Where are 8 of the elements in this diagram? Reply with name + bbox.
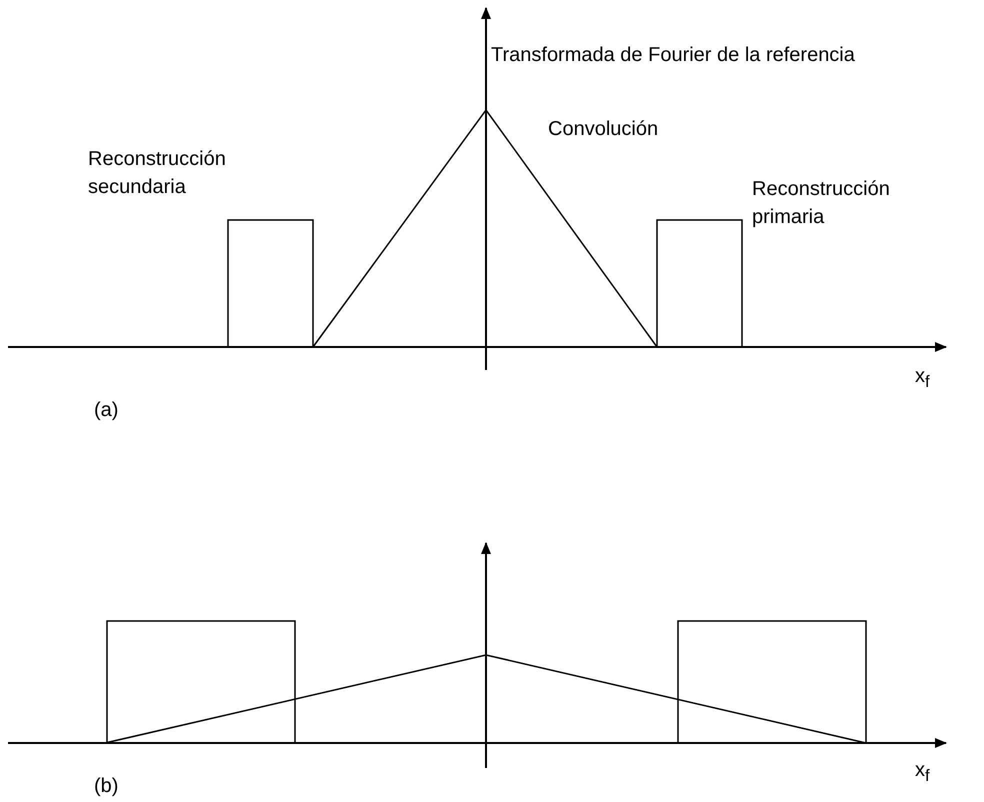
curve-label: Reconstrucción secundaria	[88, 147, 227, 200]
panel-label: (a)	[94, 398, 118, 423]
axis-label: Transformada de Fourier de la referencia	[491, 43, 855, 68]
curve-label: Convolución	[548, 117, 658, 142]
axis-label: x$_{f}$	[915, 364, 930, 393]
curve-label: Reconstrucción primaria	[752, 177, 891, 230]
panel-label: (b)	[94, 774, 118, 799]
axis-label: x$_{f}$	[915, 758, 930, 787]
